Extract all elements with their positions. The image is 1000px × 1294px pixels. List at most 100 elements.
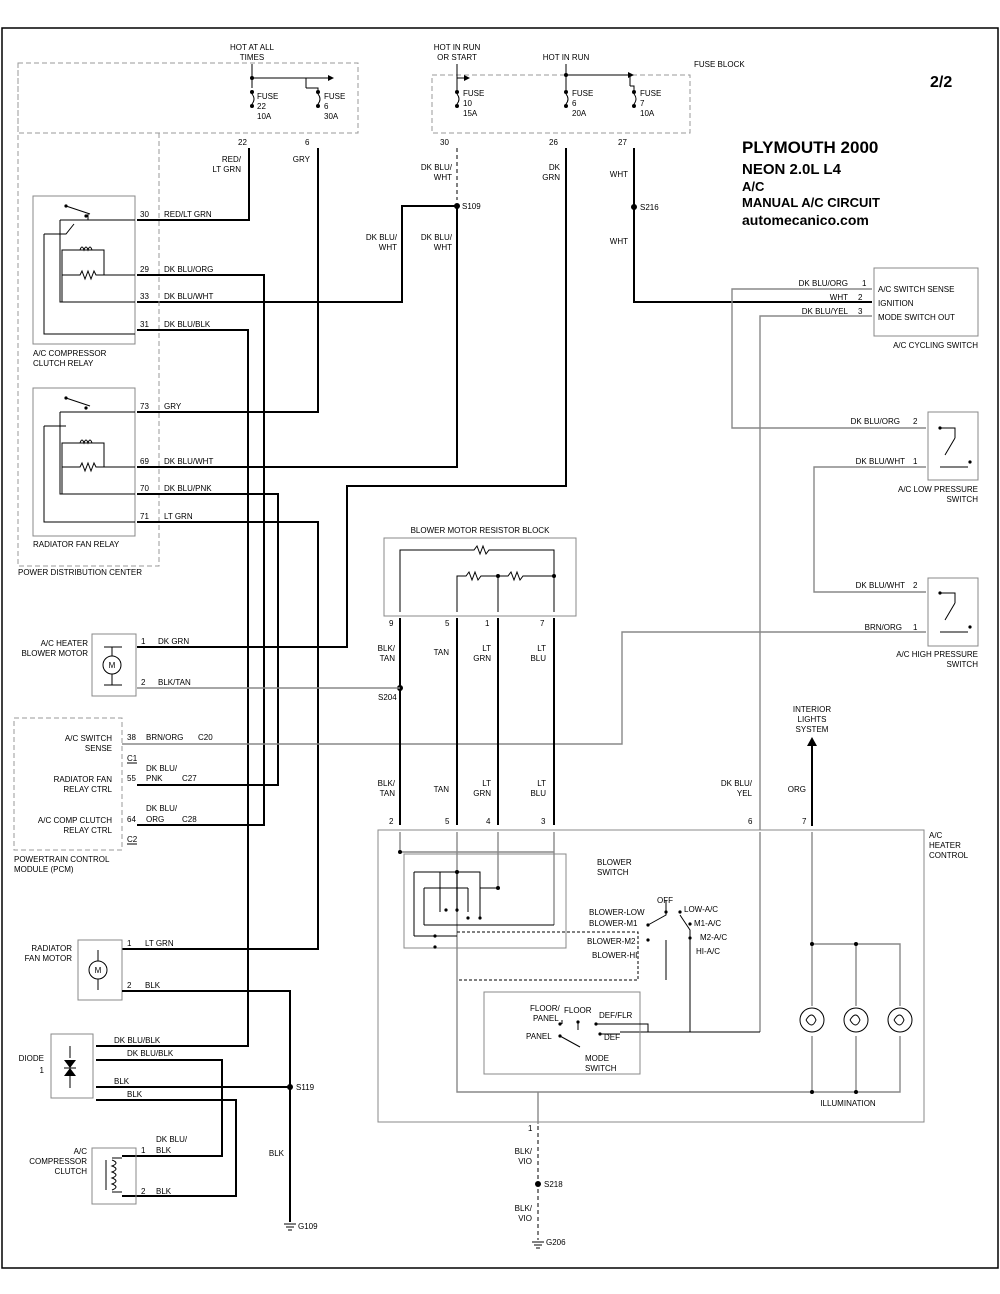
cycling-wire-2: WHT [830, 293, 848, 302]
svg-text:BLOWER MOTOR: BLOWER MOTOR [21, 649, 88, 658]
wire-dkgrn-2: GRN [542, 173, 560, 182]
svg-text:A/C SWITCH SENSE: A/C SWITCH SENSE [878, 285, 954, 294]
svg-text:FUSE: FUSE [463, 89, 484, 98]
pos-floor-panel-1: FLOOR/ [530, 1004, 561, 1013]
svg-text:CLUTCH RELAY: CLUTCH RELAY [33, 359, 94, 368]
ctl-wire-blktan-1: BLK/ [378, 779, 396, 788]
pin-22: 22 [238, 138, 247, 147]
blower-motor-resistor-block: BLOWER MOTOR RESISTOR BLOCK [383, 526, 577, 617]
svg-text:15A: 15A [463, 109, 478, 118]
high-wire-1: BRN/ORG [865, 623, 902, 632]
svg-text:22: 22 [257, 102, 266, 111]
res-pin-7: 7 [540, 619, 545, 628]
ground-g109-icon [284, 1223, 296, 1231]
fan-pin-2: 2 [127, 981, 132, 990]
mode-switch-1: MODE [585, 1054, 609, 1063]
svg-text:FAN MOTOR: FAN MOTOR [25, 954, 73, 963]
ctl-wire-org: ORG [788, 785, 806, 794]
pcm-wire-55-2: PNK [146, 774, 163, 783]
mode-switch-2: SWITCH [585, 1064, 617, 1073]
svg-text:A/C COMP CLUTCH: A/C COMP CLUTCH [38, 816, 112, 825]
diode-wire-1: DK BLU/BLK [114, 1036, 161, 1045]
interior-lights-2: LIGHTS [798, 715, 827, 724]
relay1-wire-33: DK BLU/WHT [164, 292, 213, 301]
illumination-lamp-3-icon [887, 1007, 913, 1033]
pos-blower-low: BLOWER-LOW [589, 908, 645, 917]
svg-text:POWERTRAIN CONTROL: POWERTRAIN CONTROL [14, 855, 110, 864]
ac-compressor-clutch-relay: A/C COMPRESSOR CLUTCH RELAY [32, 195, 136, 368]
ctl-ground-pin: 1 [528, 1124, 533, 1133]
ctl-pin-7: 7 [802, 817, 807, 826]
svg-text:FUSE: FUSE [257, 92, 278, 101]
clutch-wire-2: BLK [156, 1187, 172, 1196]
ac-high-pressure-switch: A/C HIGH PRESSURE SWITCH [896, 577, 979, 669]
pdc-fuse-area [17, 62, 359, 134]
fuse-6-30a: FUSE 6 30A [306, 87, 345, 121]
blower-pin-1: 1 [141, 637, 146, 646]
pcm-module: A/C SWITCH SENSE RADIATOR FAN RELAY CTRL… [13, 717, 123, 874]
svg-text:7: 7 [640, 99, 645, 108]
pin-6: 6 [305, 138, 310, 147]
pos-def: DEF [604, 1033, 620, 1042]
svg-text:10: 10 [463, 99, 472, 108]
splice-s218: S218 [544, 1180, 563, 1189]
title-site: automecanico.com [742, 212, 869, 228]
fuse-22: FUSE 22 10A [250, 90, 278, 121]
wire-wht-2: WHT [610, 237, 628, 246]
relay1-pin-31: 31 [140, 320, 149, 329]
svg-text:10A: 10A [257, 112, 272, 121]
res-wire-ltgrn-2: GRN [473, 654, 491, 663]
svg-text:IGNITION: IGNITION [878, 299, 914, 308]
pcm-conn-c27: C27 [182, 774, 197, 783]
ctl-pin-5: 5 [445, 817, 450, 826]
pin-30: 30 [440, 138, 449, 147]
ground-g206-icon [532, 1241, 544, 1249]
res-wire-tan: TAN [434, 648, 450, 657]
relay2-wire-69: DK BLU/WHT [164, 457, 213, 466]
ctl-wire-ltblu-2: BLU [530, 789, 546, 798]
pcm-pin-64: 64 [127, 815, 136, 824]
svg-text:30A: 30A [324, 112, 339, 121]
svg-text:MODE SWITCH OUT: MODE SWITCH OUT [878, 313, 955, 322]
ground-g206: G206 [546, 1238, 566, 1247]
relay1-pin-33: 33 [140, 292, 149, 301]
ctl-wire-blktan-2: TAN [380, 789, 396, 798]
high-wire-2: DK BLU/WHT [856, 581, 905, 590]
clutch-pin-1: 1 [141, 1146, 146, 1155]
svg-text:COMPRESSOR: COMPRESSOR [29, 1157, 87, 1166]
pos-low-ac: LOW-A/C [684, 905, 718, 914]
pos-m1-ac: M1-A/C [694, 919, 721, 928]
title-circuit: MANUAL A/C CIRCUIT [742, 195, 880, 210]
splice-s216: S216 [640, 203, 659, 212]
svg-text:20A: 20A [572, 109, 587, 118]
low-wire-2: DK BLU/ORG [851, 417, 900, 426]
fan-wire-2: BLK [145, 981, 161, 990]
svg-text:A/C CYCLING SWITCH: A/C CYCLING SWITCH [893, 341, 978, 350]
diode-wire-3: BLK [114, 1077, 130, 1086]
ac-heater-control: A/C HEATER CONTROL [377, 829, 969, 1123]
diode-wire-4: BLK [127, 1090, 143, 1099]
blower-pin-2: 2 [141, 678, 146, 687]
hot-at-all-times-2: TIMES [240, 53, 264, 62]
svg-text:RADIATOR: RADIATOR [31, 944, 72, 953]
relay1-wire-30: RED/LT GRN [164, 210, 212, 219]
low-pin-2: 2 [913, 417, 918, 426]
relay1-pin-30: 30 [140, 210, 149, 219]
pcm-wire-55-1: DK BLU/ [146, 764, 178, 773]
diode-wire-2: DK BLU/BLK [127, 1049, 174, 1058]
title-engine: NEON 2.0L L4 [742, 161, 842, 178]
splice-s109: S109 [462, 202, 481, 211]
wire-blkvio-1: BLK/ [515, 1147, 533, 1156]
wire-blkvio-4: VIO [518, 1214, 532, 1223]
ctl-wire-dkbluyel-2: YEL [737, 789, 753, 798]
svg-text:RADIATOR FAN RELAY: RADIATOR FAN RELAY [33, 540, 120, 549]
radiator-fan-relay: RADIATOR FAN RELAY [32, 387, 136, 549]
relay2-wire-71: LT GRN [164, 512, 193, 521]
illumination-lamp-1-icon [799, 1007, 825, 1033]
res-pin-1: 1 [485, 619, 490, 628]
fuse-6-20a: FUSE 6 20A [564, 86, 593, 118]
hot-in-run: HOT IN RUN [543, 53, 590, 62]
pcm-wire-64-2: ORG [146, 815, 164, 824]
relay2-wire-70: DK BLU/PNK [164, 484, 212, 493]
